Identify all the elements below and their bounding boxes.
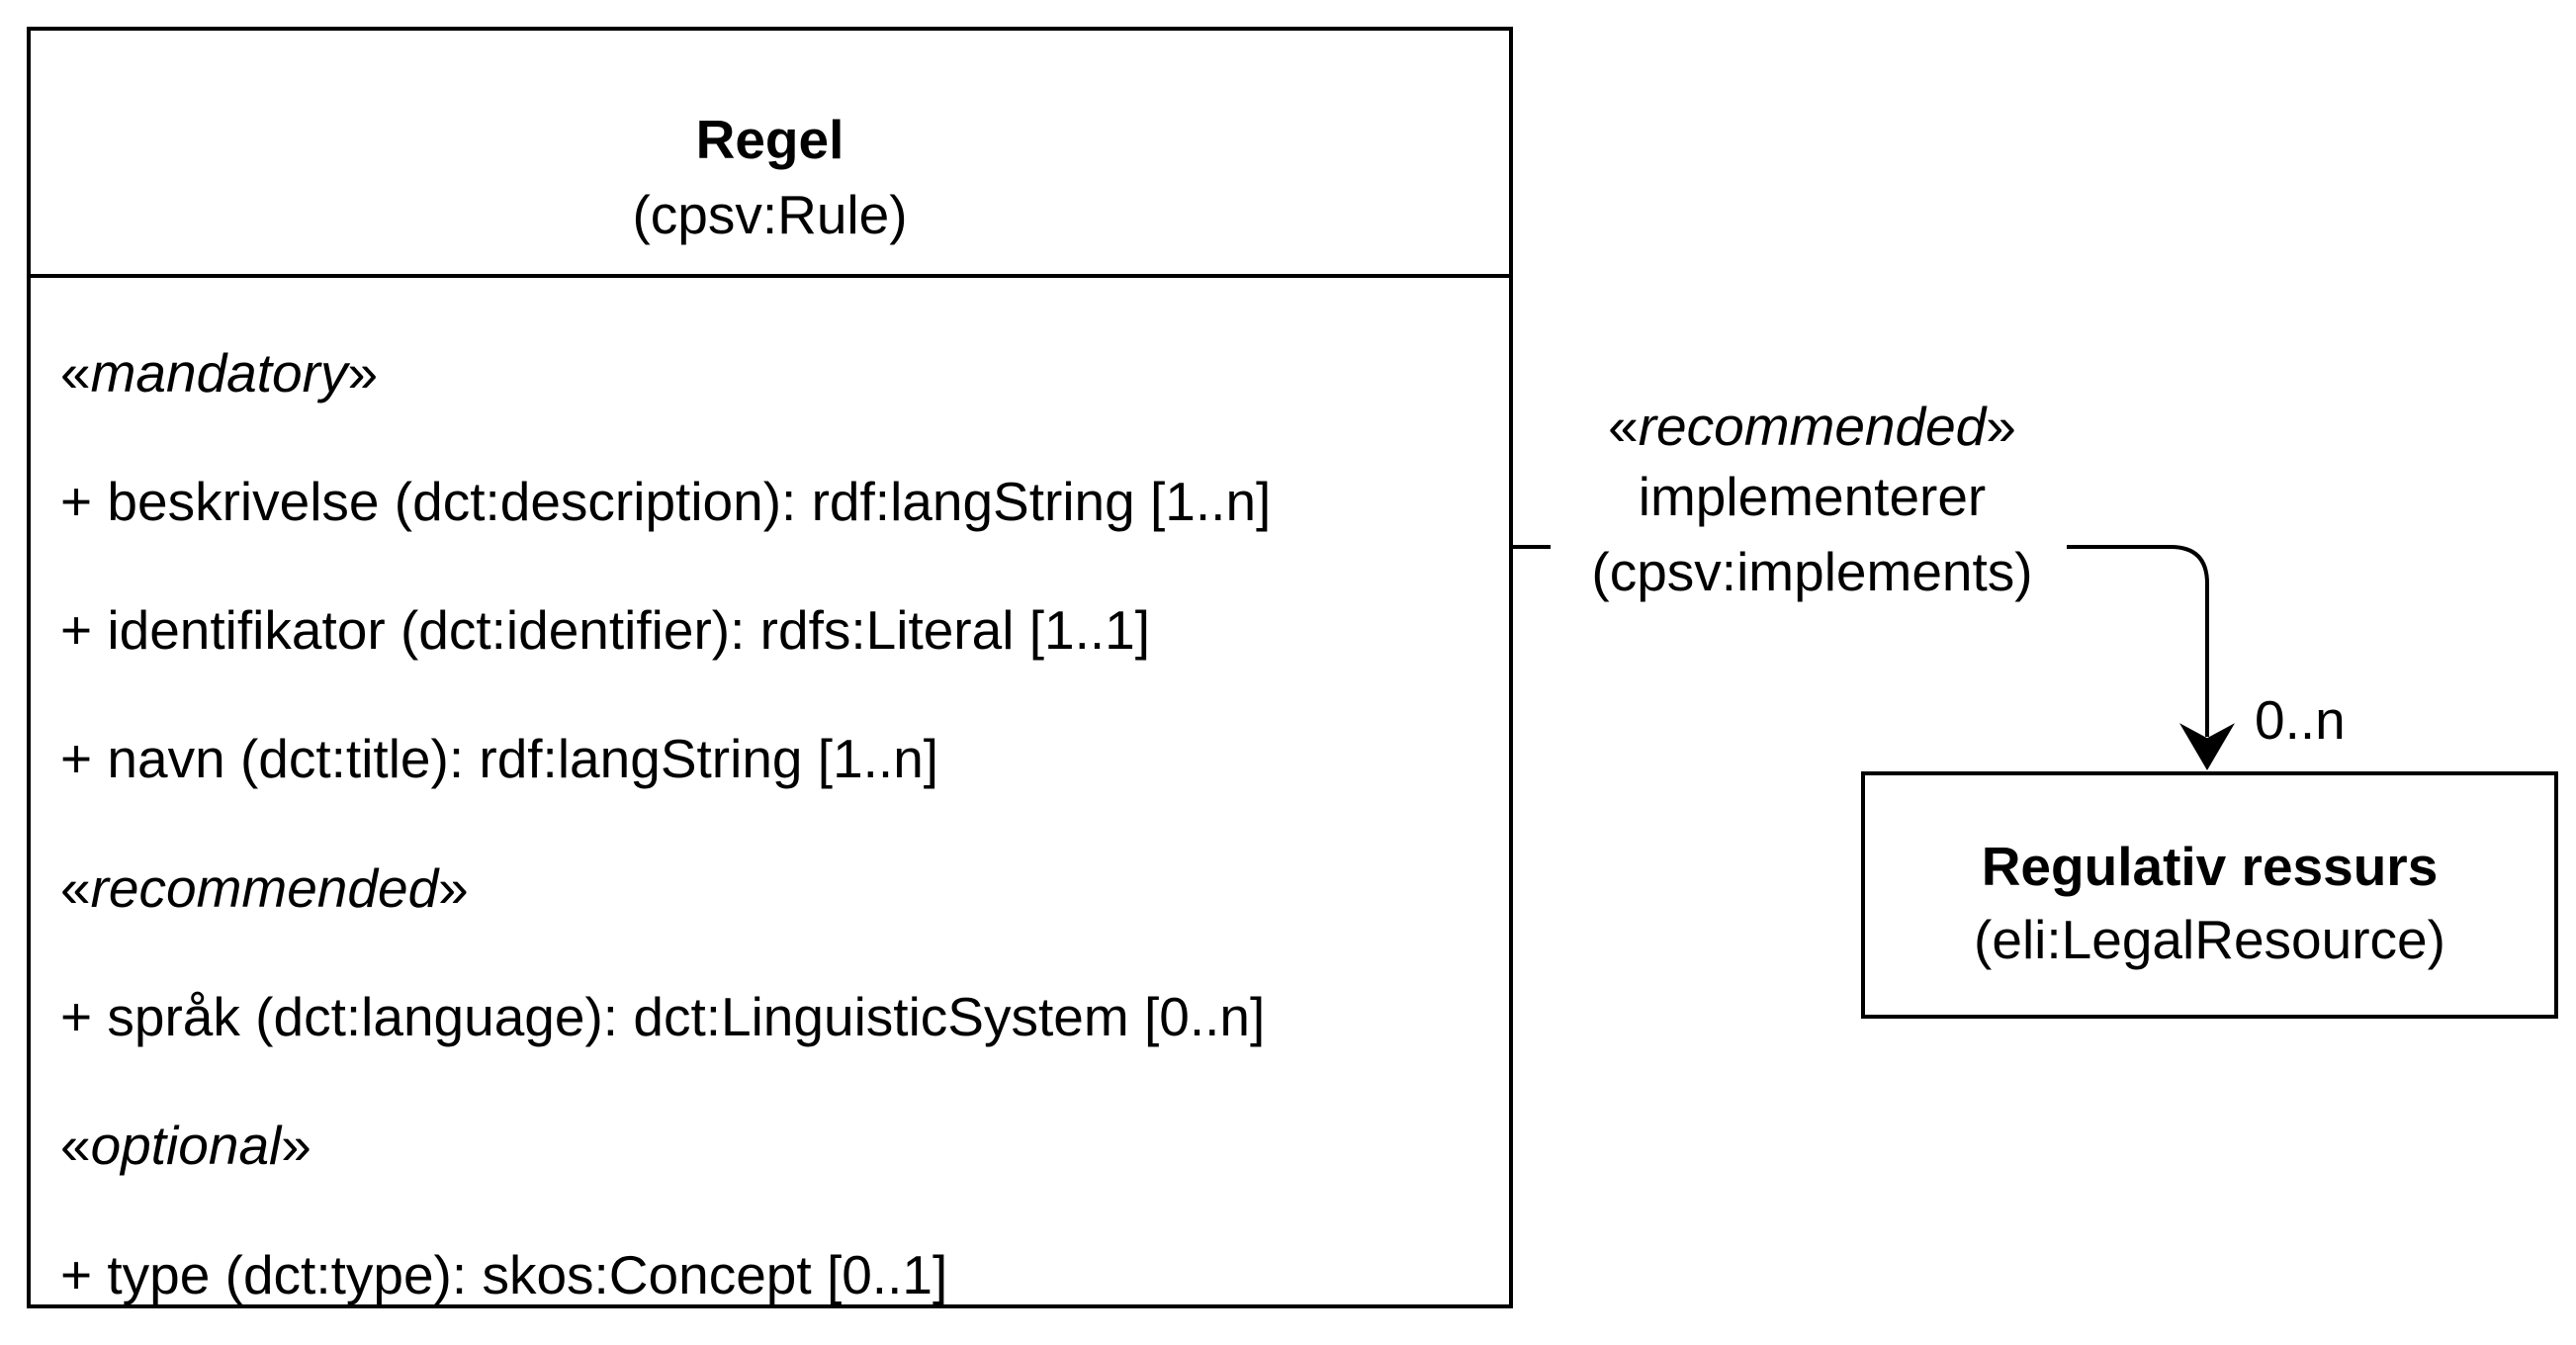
class-uri: (cpsv:Rule) xyxy=(632,184,908,245)
target-class-uri: (eli:LegalResource) xyxy=(1974,909,2445,970)
attribute-identifikator: + identifikator (dct:identifier): rdfs:L… xyxy=(60,599,1151,661)
target-class-name: Regulativ ressurs xyxy=(1981,836,2439,897)
association-stereotype: «recommended» xyxy=(1608,396,2016,457)
association-line-continued xyxy=(2067,545,2209,737)
attribute-sprak: + språk (dct:language): dct:LinguisticSy… xyxy=(60,986,1266,1047)
stereotype-optional: «optional» xyxy=(60,1115,311,1176)
association-name: implementerer xyxy=(1638,466,1987,527)
attribute-beskrivelse: + beskrivelse (dct:description): rdf:lan… xyxy=(60,471,1272,532)
stereotype-mandatory: «mandatory» xyxy=(60,342,379,404)
attribute-navn: + navn (dct:title): rdf:langString [1..n… xyxy=(60,728,939,789)
class-name: Regel xyxy=(695,109,844,170)
class-regel[interactable]: Regel (cpsv:Rule) «mandatory» + beskrive… xyxy=(27,27,1513,1308)
arrowhead-icon xyxy=(2178,723,2236,770)
multiplicity-label: 0..n xyxy=(2255,689,2346,751)
stereotype-recommended: «recommended» xyxy=(60,857,469,919)
class-header: Regel (cpsv:Rule) xyxy=(31,31,1509,278)
attribute-type: + type (dct:type): skos:Concept [0..1] xyxy=(60,1244,948,1305)
class-regulativ-ressurs[interactable]: Regulativ ressurs (eli:LegalResource) xyxy=(1861,771,2558,1019)
association-uri: (cpsv:implements) xyxy=(1591,541,2033,602)
